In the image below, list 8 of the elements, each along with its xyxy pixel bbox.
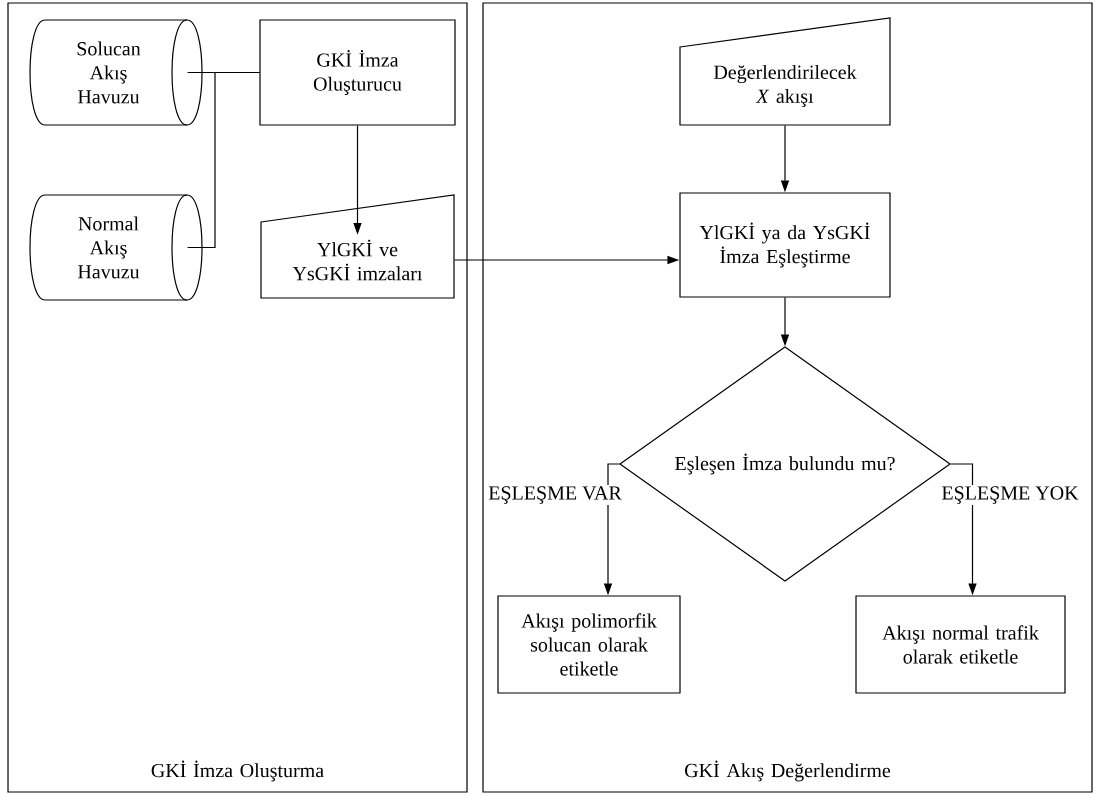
process-box: Akışı normal trafik olarak etiketle	[855, 595, 1066, 694]
storage-cylinder: Solucan Akış Havuzu	[29, 19, 203, 126]
edge-label: EŞLEŞME YOK	[940, 484, 1080, 506]
edge-label: EŞLEŞME VAR	[486, 484, 624, 506]
storage-cylinder: Normal Akış Havuzu	[29, 194, 203, 301]
process-box: YlGKİ ya da YsGKİ İmza Eşleştirme	[679, 192, 891, 298]
process-box: Akışı polimorfik solucan olarak etiketle	[497, 595, 681, 694]
process-box: GKİ İmza Oluşturucu	[259, 19, 456, 126]
